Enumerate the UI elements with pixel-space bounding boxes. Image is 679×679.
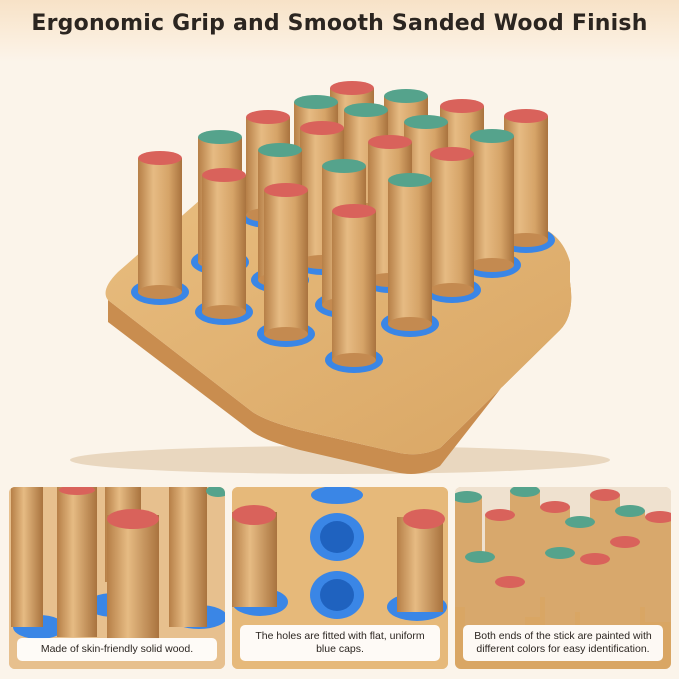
teal-peg-end	[565, 516, 595, 528]
red-peg-end	[368, 135, 412, 149]
teal-peg-end	[322, 159, 366, 173]
red-peg-end	[246, 110, 290, 124]
wooden-peg	[332, 211, 376, 360]
teal-peg-end	[344, 103, 388, 117]
header-band	[0, 0, 679, 62]
wooden-peg	[465, 557, 495, 637]
red-peg-end	[540, 501, 570, 513]
peg-base	[430, 283, 474, 297]
red-peg-end	[504, 109, 548, 123]
peg-base	[138, 285, 182, 299]
wooden-peg	[388, 180, 432, 324]
peg-base	[504, 233, 548, 247]
caption-solid-wood: Made of skin-friendly solid wood.	[17, 638, 217, 661]
teal-peg-end	[545, 547, 575, 559]
teal-peg-end	[258, 143, 302, 157]
wooden-peg	[202, 175, 246, 312]
red-peg-end	[590, 489, 620, 501]
teal-peg-end	[470, 129, 514, 143]
detail-panel-solid-wood: Made of skin-friendly solid wood.	[9, 487, 225, 669]
wooden-peg	[470, 136, 514, 265]
wooden-peg	[545, 553, 575, 637]
peg-base	[202, 305, 246, 319]
red-peg-end	[645, 511, 671, 523]
detail-panel-painted-ends: Both ends of the stick are painted with …	[455, 487, 671, 669]
wooden-peg	[138, 158, 182, 292]
red-peg-end	[485, 509, 515, 521]
teal-peg-end	[198, 130, 242, 144]
red-peg-end	[332, 204, 376, 218]
peg-base	[264, 327, 308, 341]
red-peg-end	[580, 553, 610, 565]
board-shadow	[70, 446, 610, 474]
red-peg-end	[330, 81, 374, 95]
wooden-peg	[645, 517, 671, 622]
red-peg-end	[300, 121, 344, 135]
detail-panel-blue-caps: The holes are fitted with flat, uniform …	[232, 487, 448, 669]
peg-base	[332, 353, 376, 367]
teal-peg-end	[384, 89, 428, 103]
teal-peg-end	[465, 551, 495, 563]
teal-peg-end	[388, 173, 432, 187]
peg-base	[470, 258, 514, 272]
peg-base	[388, 317, 432, 331]
red-peg-end	[430, 147, 474, 161]
teal-peg-end	[404, 115, 448, 129]
caption-painted-ends: Both ends of the stick are painted with …	[463, 625, 663, 661]
wooden-peg	[430, 154, 474, 290]
red-peg-end	[495, 576, 525, 588]
teal-peg-end	[615, 505, 645, 517]
caption-blue-caps: The holes are fitted with flat, uniform …	[240, 625, 440, 661]
product-image	[70, 81, 610, 474]
red-peg-end	[202, 168, 246, 182]
teal-peg-end	[455, 491, 482, 503]
teal-peg-end	[510, 487, 540, 497]
red-peg-end	[264, 183, 308, 197]
wooden-peg	[610, 542, 640, 637]
wooden-peg	[264, 190, 308, 334]
board-side	[108, 282, 572, 474]
red-peg-end	[610, 536, 640, 548]
red-peg-end	[138, 151, 182, 165]
red-peg-end	[440, 99, 484, 113]
teal-peg-end	[294, 95, 338, 109]
headline: Ergonomic Grip and Smooth Sanded Wood Fi…	[31, 11, 648, 36]
